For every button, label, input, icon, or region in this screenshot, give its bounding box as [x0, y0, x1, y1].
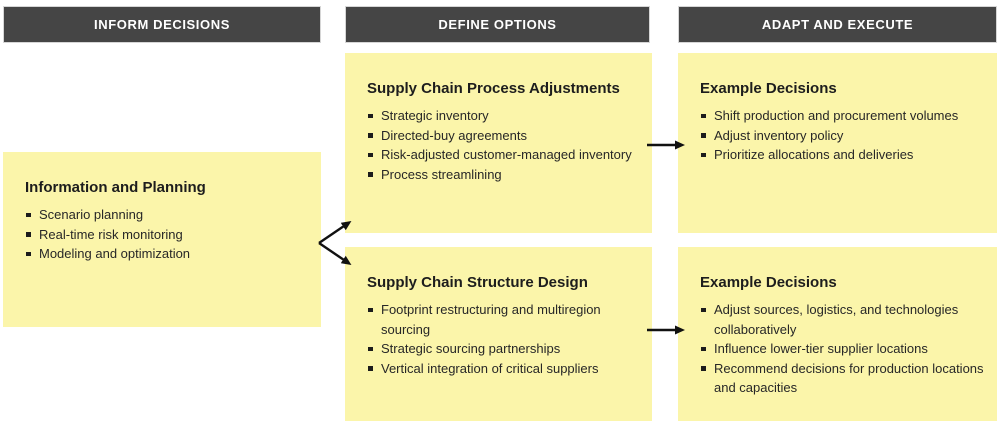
bullet-item: Adjust inventory policy — [700, 126, 993, 146]
bullet-item: Modeling and optimization — [25, 244, 317, 264]
card-example-decisions-bottom: Example Decisions Adjust sources, logist… — [678, 247, 997, 421]
column-header-define-options: DEFINE OPTIONS — [345, 6, 650, 43]
bullet-item: Adjust sources, logistics, and technolog… — [700, 300, 993, 339]
bullet-item: Process streamlining — [367, 165, 648, 185]
card-structure-design: Supply Chain Structure Design Footprint … — [345, 247, 652, 421]
column-header-adapt-and-execute: ADAPT AND EXECUTE — [678, 6, 997, 43]
bullet-item: Real-time risk monitoring — [25, 225, 317, 245]
card-information-and-planning: Information and Planning Scenario planni… — [3, 152, 321, 327]
bullet-item: Vertical integration of critical supplie… — [367, 359, 648, 379]
card-bullet-list: Footprint restructuring and multiregion … — [367, 300, 648, 378]
card-bullet-list: Adjust sources, logistics, and technolog… — [700, 300, 993, 398]
bullet-item: Scenario planning — [25, 205, 317, 225]
card-title: Supply Chain Process Adjustments — [367, 80, 620, 97]
bullet-item: Directed-buy agreements — [367, 126, 648, 146]
card-title: Supply Chain Structure Design — [367, 274, 588, 291]
bullet-item: Influence lower-tier supplier locations — [700, 339, 993, 359]
column-header-inform-decisions: INFORM DECISIONS — [3, 6, 321, 43]
bullet-item: Strategic sourcing partnerships — [367, 339, 648, 359]
card-title: Information and Planning — [25, 179, 206, 196]
bullet-item: Prioritize allocations and deliveries — [700, 145, 993, 165]
bullet-item: Shift production and procurement volumes — [700, 106, 993, 126]
card-title: Example Decisions — [700, 80, 837, 97]
bullet-item: Footprint restructuring and multiregion … — [367, 300, 648, 339]
card-title: Example Decisions — [700, 274, 837, 291]
bullet-item: Risk-adjusted customer-managed inventory — [367, 145, 648, 165]
card-example-decisions-top: Example Decisions Shift production and p… — [678, 53, 997, 233]
bullet-item: Strategic inventory — [367, 106, 648, 126]
card-bullet-list: Shift production and procurement volumes… — [700, 106, 993, 165]
card-process-adjustments: Supply Chain Process Adjustments Strateg… — [345, 53, 652, 233]
branch-arrow — [318, 220, 352, 266]
bullet-item: Recommend decisions for production locat… — [700, 359, 993, 398]
